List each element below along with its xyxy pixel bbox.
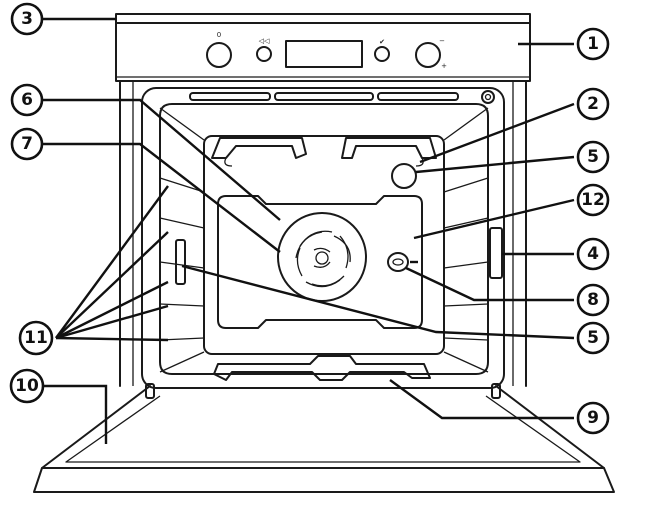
- callout-10: 10: [9, 368, 45, 404]
- svg-text:6: 6: [21, 90, 33, 110]
- svg-text:5: 5: [587, 147, 599, 167]
- callout-11: 11: [18, 320, 54, 356]
- door-latch-slot: [489, 227, 503, 279]
- bottom-heating-element: [213, 355, 431, 381]
- svg-text:4: 4: [587, 244, 599, 264]
- top-vent-bar: [189, 92, 271, 101]
- svg-text:3: 3: [21, 9, 33, 29]
- svg-text:2: 2: [587, 94, 599, 114]
- temperature-sensor-icon: [481, 90, 495, 104]
- callout-4: 4: [576, 237, 610, 271]
- control-knob-icon: [206, 42, 232, 68]
- callout-12: 12: [576, 183, 610, 217]
- plus-symbol: +: [441, 62, 447, 70]
- fan-cover-plate: [217, 195, 423, 329]
- oven-lamp-icon: [391, 163, 417, 189]
- callout-2: 2: [576, 87, 610, 121]
- shelf-runners-right: [443, 177, 489, 341]
- top-trim: [115, 13, 531, 24]
- confirm-button-icon: [374, 46, 390, 62]
- minus-symbol: −: [439, 37, 445, 45]
- display-window: [285, 40, 363, 68]
- check-symbol: ✔: [379, 38, 385, 46]
- control-knob-icon: [415, 42, 441, 68]
- side-lamp: [175, 239, 186, 285]
- svg-text:12: 12: [581, 190, 605, 210]
- top-grill-element: [211, 137, 437, 167]
- callout-5-top: 5: [576, 140, 610, 174]
- callout-5-bottom: 5: [576, 321, 610, 355]
- knob-mark-zero: 0: [217, 31, 221, 39]
- svg-text:1: 1: [587, 34, 599, 54]
- svg-text:9: 9: [587, 408, 599, 428]
- control-panel: 0 ◁◁ ✔ − +: [115, 22, 531, 82]
- rear-vent-icon: [387, 252, 409, 272]
- svg-text:8: 8: [587, 290, 599, 310]
- callout-7: 7: [10, 127, 44, 161]
- callout-6: 6: [10, 83, 44, 117]
- callout-8: 8: [576, 283, 610, 317]
- svg-text:11: 11: [24, 328, 48, 348]
- top-vent-bar: [377, 92, 459, 101]
- svg-text:10: 10: [15, 376, 39, 396]
- callout-1: 1: [576, 27, 610, 61]
- callout-9: 9: [576, 401, 610, 435]
- oven-door: [33, 383, 615, 493]
- rewind-symbol: ◁◁: [259, 37, 270, 45]
- rewind-button-icon: [256, 46, 272, 62]
- shelf-runners-left: [159, 177, 205, 341]
- svg-text:5: 5: [587, 328, 599, 348]
- svg-text:7: 7: [21, 134, 33, 154]
- back-wall: [203, 135, 445, 355]
- callout-3: 3: [10, 2, 44, 36]
- oven-body: [119, 80, 527, 389]
- convection-fan-icon: [277, 212, 367, 302]
- leader-lines: [42, 17, 575, 444]
- top-vent-bar: [274, 92, 374, 101]
- oven-cavity: [159, 90, 495, 381]
